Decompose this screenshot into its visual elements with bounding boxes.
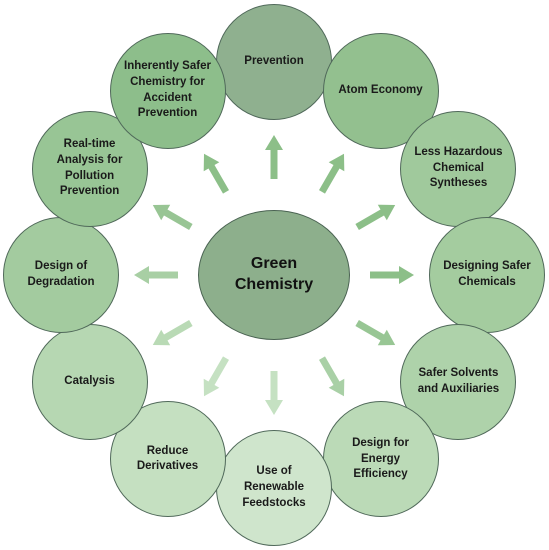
principle-label: Less Hazardous Chemical Syntheses: [414, 145, 503, 190]
principle-label: Real-time Analysis for Pollution Prevent…: [56, 137, 123, 198]
principle-node-accident-prevention: Inherently Safer Chemistry for Accident …: [109, 32, 226, 149]
principle-label: Use of Renewable Feedstocks: [242, 465, 306, 509]
principle-label: Atom Economy: [338, 83, 423, 96]
arrow-2: [355, 204, 396, 230]
principle-label: Design for Energy Efficiency: [352, 436, 409, 481]
arrow-11: [203, 153, 229, 194]
principle-label: Designing Safer Chemicals: [443, 260, 531, 288]
principle-node-reduce-derivatives: Reduce Derivatives: [109, 401, 226, 518]
arrow-1: [319, 153, 345, 194]
arrow-10: [152, 204, 193, 230]
arrow-6: [265, 371, 283, 415]
principle-node-prevention: Prevention: [216, 4, 332, 120]
arrow-5: [319, 356, 345, 397]
principle-node-renewable-feedstocks: Use of Renewable Feedstocks: [216, 430, 332, 546]
center-node-green-chemistry: Green Chemistry: [198, 210, 350, 340]
arrow-3: [370, 266, 414, 284]
principle-node-energy-efficiency: Design for Energy Efficiency: [322, 401, 439, 518]
principle-node-less-hazardous-syntheses: Less Hazardous Chemical Syntheses: [400, 110, 517, 227]
principle-node-catalysis: Catalysis: [31, 323, 148, 440]
principle-label: Safer Solvents and Auxiliaries: [417, 366, 500, 395]
principle-label: Prevention: [244, 55, 304, 68]
arrow-8: [152, 320, 193, 346]
center-label: Green Chemistry: [234, 255, 314, 293]
principle-node-designing-safer-chemicals: Designing Safer Chemicals: [429, 217, 545, 333]
principle-label: Reduce Derivatives: [136, 444, 199, 473]
arrow-9: [134, 266, 178, 284]
principle-label: Catalysis: [64, 374, 115, 387]
principle-label: Design of Degradation: [27, 260, 95, 288]
principle-label: Inherently Safer Chemistry for Accident …: [124, 59, 211, 120]
arrow-7: [203, 356, 229, 397]
arrow-0: [265, 135, 283, 179]
arrow-4: [355, 320, 396, 346]
principle-node-design-of-degradation: Design of Degradation: [3, 217, 119, 333]
